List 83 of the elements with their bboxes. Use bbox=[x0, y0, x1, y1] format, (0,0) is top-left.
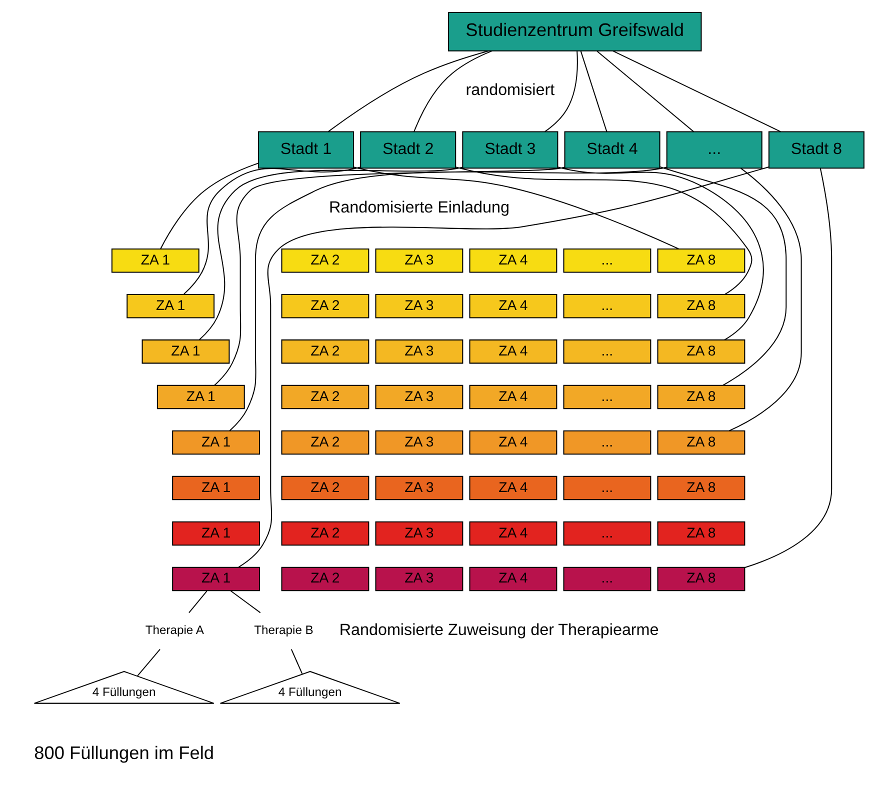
connector bbox=[136, 648, 160, 676]
node-box: Stadt 4 bbox=[564, 131, 660, 169]
node-box: ZA 2 bbox=[280, 339, 369, 364]
connector bbox=[744, 168, 832, 568]
node-box: ZA 2 bbox=[280, 476, 369, 500]
node-box: ZA 4 bbox=[468, 521, 557, 546]
node-box: Stadt 8 bbox=[768, 131, 864, 169]
node-box: Stadt 1 bbox=[258, 131, 354, 169]
node-box: ZA 8 bbox=[656, 248, 745, 273]
node-box: ZA 8 bbox=[656, 476, 745, 500]
node-box: ZA 4 bbox=[468, 339, 557, 364]
node-box: ... bbox=[562, 294, 651, 318]
connector bbox=[328, 50, 488, 132]
node-box: ... bbox=[562, 248, 651, 273]
connector bbox=[612, 50, 780, 132]
node-box: ZA 8 bbox=[656, 384, 745, 410]
connector bbox=[413, 50, 492, 132]
connector bbox=[659, 166, 786, 386]
node-box: Studienzentrum Greifswald bbox=[448, 12, 702, 52]
connector bbox=[188, 590, 207, 613]
node-box: ZA 3 bbox=[374, 430, 463, 455]
connector bbox=[353, 166, 678, 250]
connector bbox=[557, 166, 764, 340]
node-box: Stadt 2 bbox=[360, 131, 456, 169]
node-text: Therapie A bbox=[144, 623, 204, 638]
connector bbox=[544, 51, 578, 132]
node-box: ZA 3 bbox=[374, 521, 463, 546]
connector bbox=[160, 162, 258, 249]
node-box: ZA 3 bbox=[374, 384, 463, 410]
node-box: ZA 8 bbox=[656, 430, 745, 455]
connector bbox=[183, 166, 360, 295]
node-box: ... bbox=[562, 566, 651, 592]
node-box: ... bbox=[562, 339, 651, 364]
node-box: ZA 1 bbox=[141, 339, 230, 364]
node-text: Therapie B bbox=[254, 623, 313, 638]
node-box: ZA 3 bbox=[374, 294, 463, 318]
connector bbox=[728, 168, 802, 432]
node-box: ZA 4 bbox=[468, 248, 557, 273]
node-box: ZA 2 bbox=[280, 521, 369, 546]
node-box: ZA 1 bbox=[172, 566, 260, 592]
node-box: ZA 2 bbox=[280, 384, 369, 410]
node-box: ZA 8 bbox=[656, 521, 745, 546]
connector bbox=[596, 50, 694, 132]
node-box: ZA 3 bbox=[374, 248, 463, 273]
connector bbox=[198, 166, 462, 340]
node-box: ZA 4 bbox=[468, 566, 557, 592]
label: 800 Füllungen im Feld bbox=[34, 742, 214, 763]
node-box: ZA 1 bbox=[172, 521, 260, 546]
label: randomisiert bbox=[465, 81, 554, 100]
connector bbox=[290, 649, 302, 674]
connector bbox=[230, 590, 260, 614]
connector bbox=[214, 166, 564, 386]
node-box: ZA 4 bbox=[468, 476, 557, 500]
node-box: ZA 2 bbox=[280, 566, 369, 592]
connector bbox=[580, 50, 607, 132]
node-box: ZA 2 bbox=[280, 248, 369, 273]
node-box: Stadt 3 bbox=[462, 131, 558, 169]
node-box: ZA 1 bbox=[172, 430, 260, 455]
node-box: ZA 4 bbox=[468, 384, 557, 410]
connector bbox=[238, 166, 768, 568]
node-box: ZA 1 bbox=[126, 294, 214, 318]
node-box: ZA 8 bbox=[656, 566, 745, 592]
node-box: ... bbox=[562, 476, 651, 500]
node-box: ZA 8 bbox=[656, 339, 745, 364]
node-box: ZA 2 bbox=[280, 294, 369, 318]
node-box: ZA 1 bbox=[156, 384, 244, 410]
node-box: ZA 3 bbox=[374, 339, 463, 364]
connector bbox=[455, 166, 752, 295]
label: Randomisierte Einladung bbox=[328, 198, 509, 216]
node-box: ZA 1 bbox=[172, 476, 260, 500]
node-box: ... bbox=[562, 384, 651, 410]
node-box: ZA 3 bbox=[374, 566, 463, 592]
node-box: ZA 4 bbox=[468, 294, 557, 318]
node-box: ZA 1 bbox=[110, 248, 199, 273]
node-box: ... bbox=[562, 521, 651, 546]
node-box: ZA 8 bbox=[656, 294, 745, 318]
node-box: ... bbox=[666, 131, 762, 169]
connector bbox=[228, 166, 666, 432]
node-box: ZA 3 bbox=[374, 476, 463, 500]
label: Randomisierte Zuweisung der Therapiearme bbox=[338, 620, 658, 639]
node-box: ... bbox=[562, 430, 651, 455]
node-box: ZA 2 bbox=[280, 430, 369, 455]
node-box: ZA 4 bbox=[468, 430, 557, 455]
